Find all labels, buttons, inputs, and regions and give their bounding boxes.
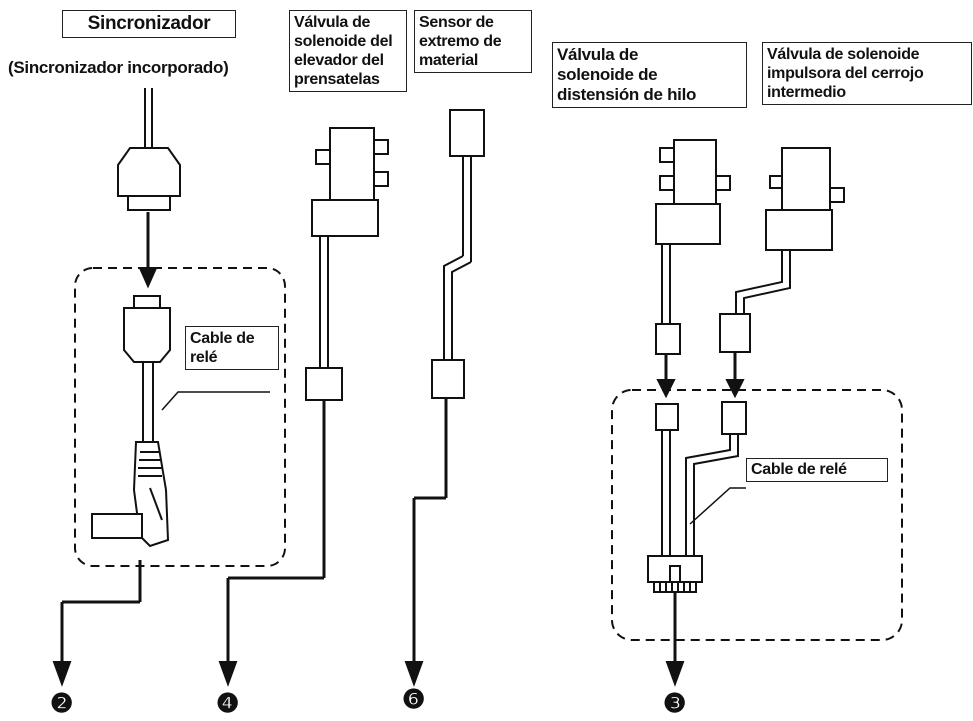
connector-6-marker: ❻ — [402, 684, 426, 714]
connector-4-marker: ❹ — [216, 688, 240, 718]
presser-lifter-valve-label: Válvula de solenoide del elevador del pr… — [289, 10, 407, 92]
relay-cable-box-left — [74, 267, 286, 567]
thread-tension-valve-drawing — [655, 139, 731, 399]
relay-cable-left-drawing — [52, 295, 270, 687]
relay-cable-left-label: Cable de relé — [185, 326, 279, 370]
connector-2-marker: ❷ — [50, 688, 74, 718]
built-in-synchronizer-label: (Sincronizador incorporado) — [8, 58, 229, 77]
relay-cable-right-label: Cable de relé — [746, 458, 888, 482]
thread-tension-valve-label: Válvula de solenoide de distensión de hi… — [552, 42, 747, 108]
relay-cable-right-drawing — [647, 401, 747, 687]
latch-valve-label: Válvula de solenoide impulsora del cerro… — [762, 42, 972, 105]
relay-cable-box-right — [611, 389, 903, 641]
latch-valve-drawing — [719, 147, 845, 399]
material-end-sensor-drawing — [404, 109, 485, 687]
synchronizer-assembly — [117, 88, 181, 289]
connector-3-marker: ❸ — [663, 688, 687, 718]
presser-lifter-valve-drawing — [218, 127, 389, 687]
material-end-sensor-label: Sensor de extremo de material — [414, 10, 532, 73]
synchronizer-label: Sincronizador — [62, 10, 236, 38]
